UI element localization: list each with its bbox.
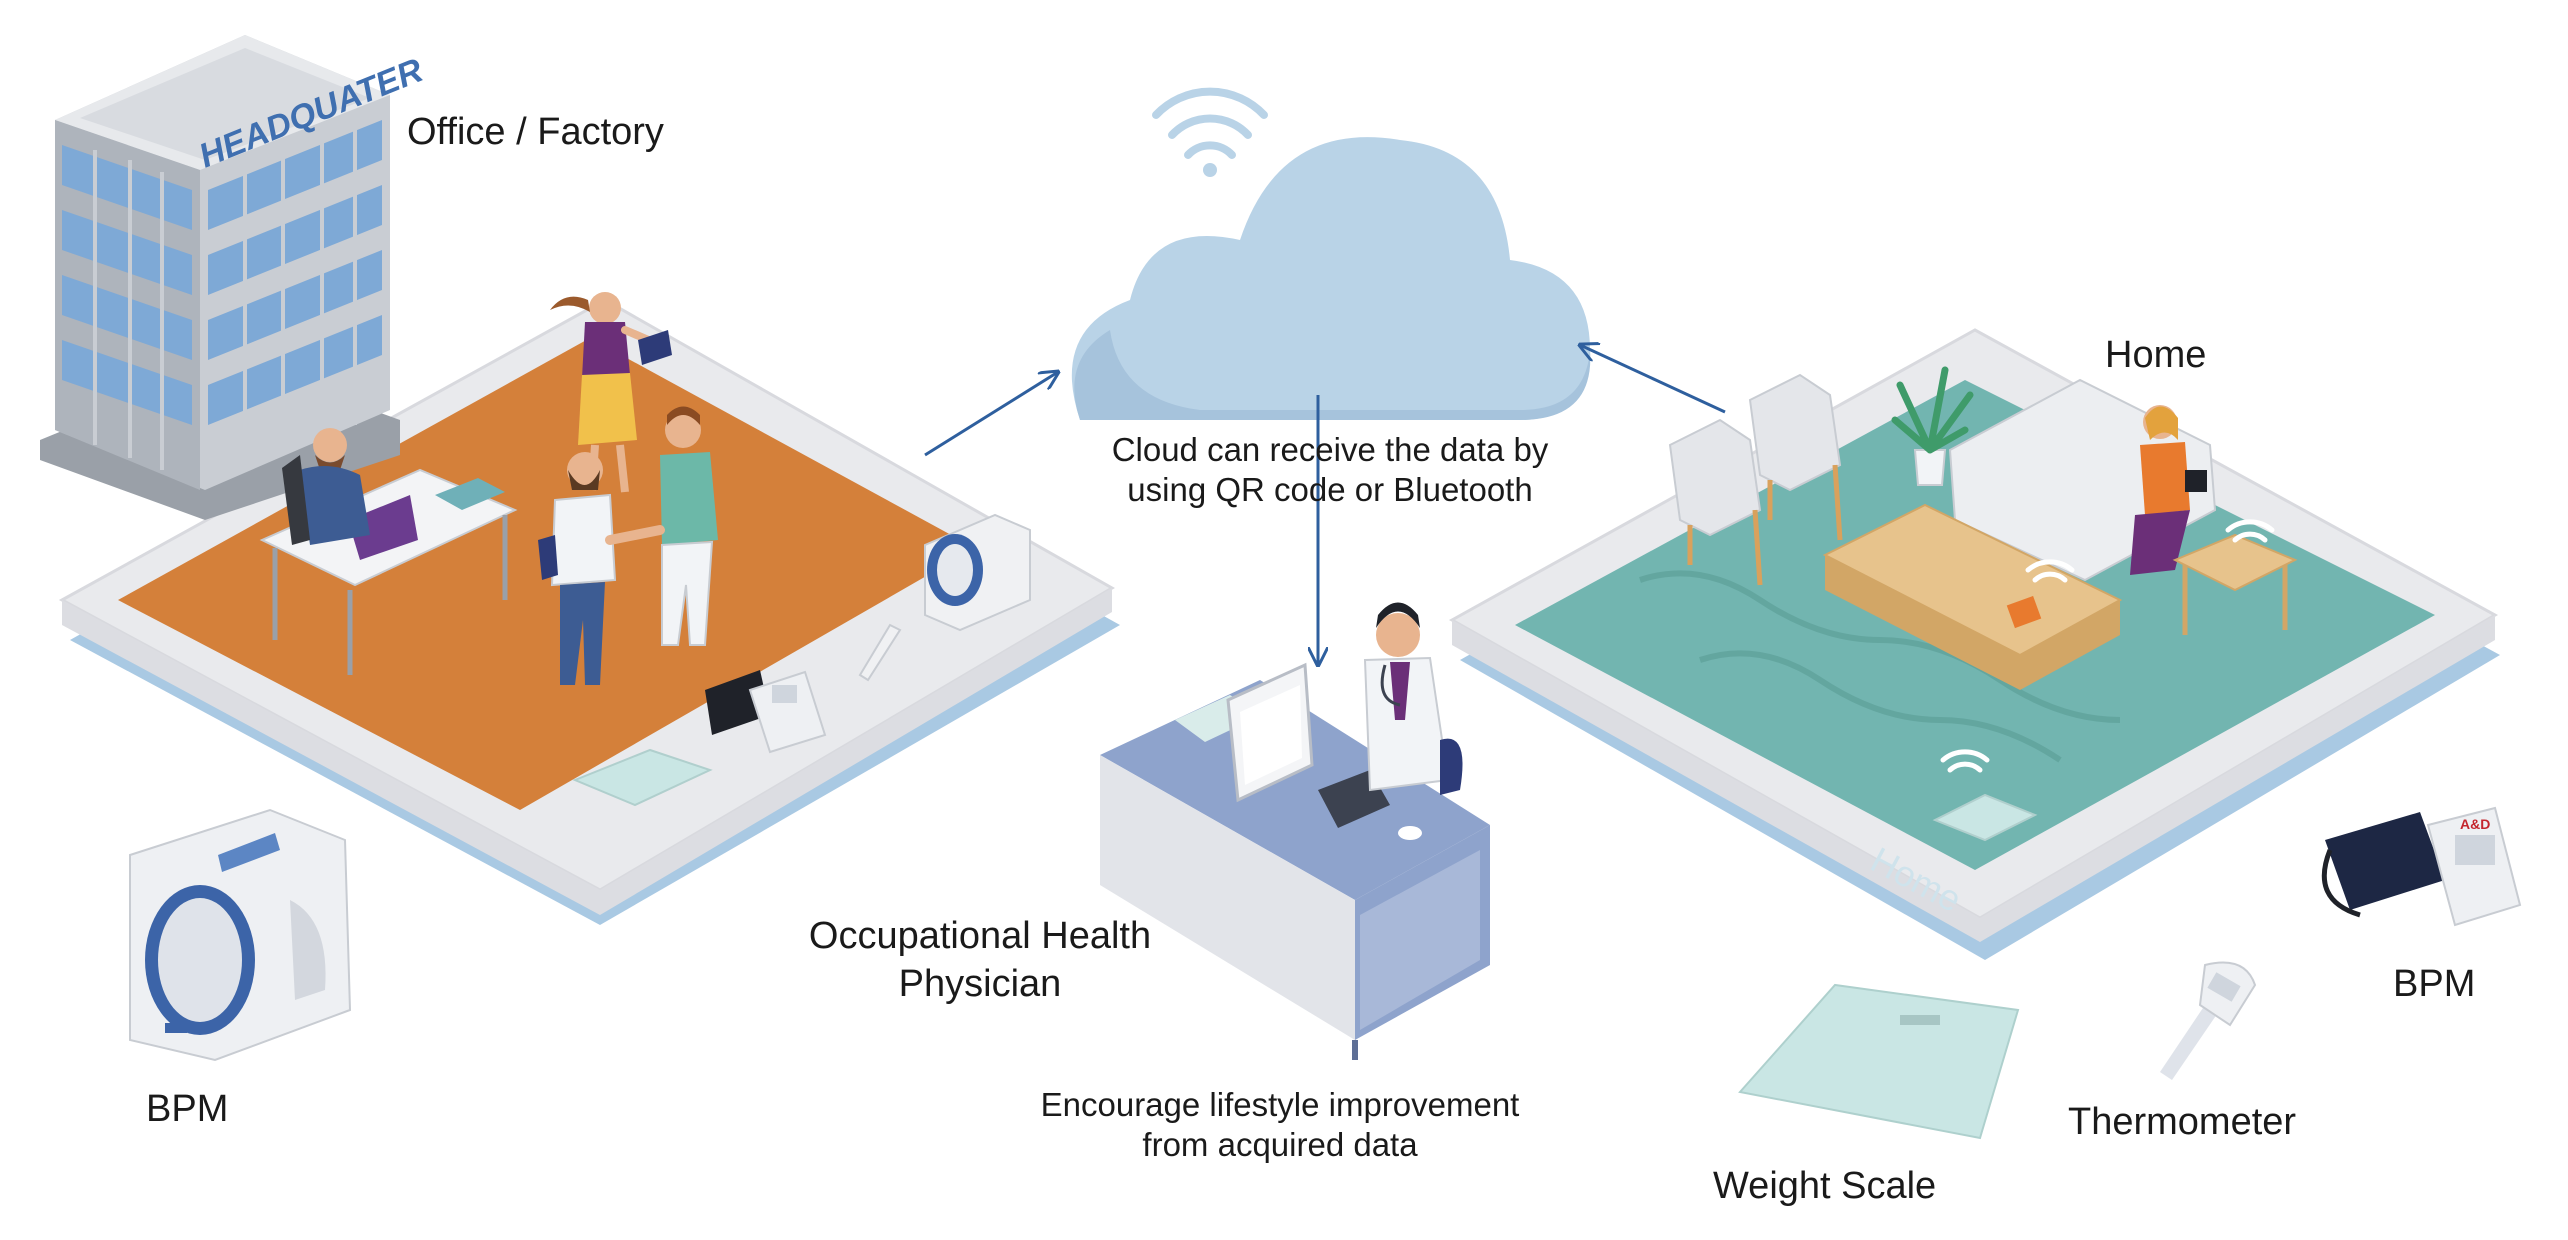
physician-label-line2: Physician [898,963,1062,1006]
home-label: Home [2105,334,2207,376]
wifi-signal-icon [1940,519,2275,773]
physician-desk-icon [1100,662,1490,1060]
thermometer-label: Thermometer [2068,1101,2297,1143]
office-factory-label: Office / Factory [407,111,664,153]
side-table-icon [2172,533,2298,635]
arrow-office-to-cloud [924,372,1058,457]
physician-label: Occupational Health Physician [780,912,1180,1009]
brand-mark: A&D [2460,816,2490,832]
home-bpm-device-icon: A&D [2321,806,2522,927]
encourage-caption: Encourage lifestyle improvement from acq… [1000,1085,1560,1164]
doctor-icon [1363,602,1463,795]
plant-icon [1891,366,1974,486]
cloud-caption: Cloud can receive the data by using QR c… [1080,430,1580,509]
headquarters-building-icon: HEADQUATER [40,35,428,520]
woman-with-tablet-icon [550,292,672,493]
cloud-caption-line2: using QR code or Bluetooth [1127,470,1533,508]
cloud-caption-line1: Cloud can receive the data by [1111,431,1549,468]
data-flow-arrows [924,345,1726,665]
coffee-table-icon [1822,503,2123,690]
weight-scale-label: Weight Scale [1713,1165,1937,1207]
office-weight-scale-icon [572,748,713,807]
thermometer-icon [2160,961,2257,1080]
home-weight-scale-icon [1932,793,2038,842]
kiosk-bpm-small-icon [924,513,1031,632]
people-handshake-icon [538,406,718,685]
encourage-caption-line1: Encourage lifestyle improvement [1040,1086,1520,1123]
office-desk-icon [259,428,518,675]
physician-label-line1: Occupational Health [808,915,1152,957]
armchairs-icon [1668,373,1843,586]
arrow-home-to-cloud [1580,345,1726,414]
cloud-wifi-icon [1152,87,1268,159]
woman-measuring-bp-icon [2130,405,2207,575]
office-bpm-icon [705,670,827,754]
kiosk-bpm-large-icon [129,808,352,1062]
weight-scale-icon [1738,983,2020,1140]
office-thermometer-icon [858,623,902,682]
cloud-icon [1071,87,1591,420]
encourage-caption-line2: from acquired data [1142,1125,1418,1163]
bpm-left-label: BPM [146,1088,229,1130]
bpm-right-label: BPM [2393,963,2476,1005]
